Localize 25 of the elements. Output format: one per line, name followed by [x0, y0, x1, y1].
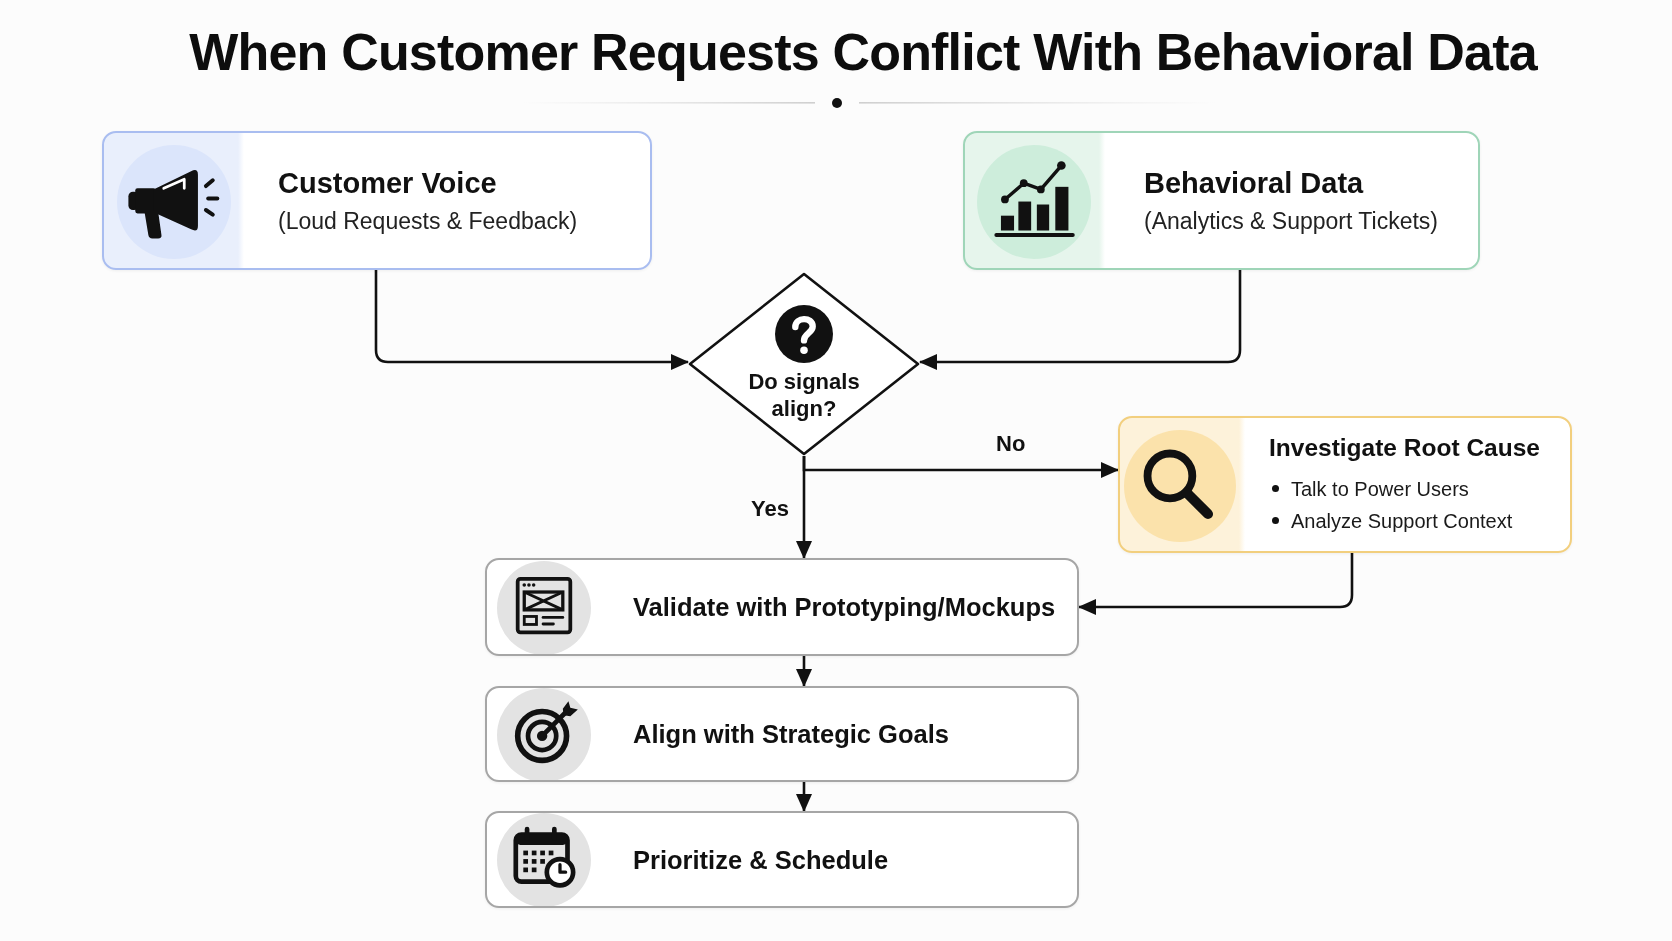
card-subtitle: (Analytics & Support Tickets) [1144, 207, 1438, 236]
page-title: When Customer Requests Conflict With Behavioral Data [189, 22, 1537, 82]
card-title: Investigate Root Cause [1269, 432, 1540, 463]
card-title: Behavioral Data [1144, 166, 1364, 201]
bullet-text: Analyze Support Context [1291, 508, 1513, 534]
card-title: Align with Strategic Goals [633, 719, 949, 750]
arrow [796, 782, 812, 812]
card-title: Customer Voice [278, 166, 497, 201]
arrow [1078, 553, 1354, 615]
arrow [796, 456, 812, 559]
investigation-card [1118, 416, 1572, 553]
card-title: Prioritize & Schedule [633, 844, 889, 876]
process-box [485, 558, 1079, 656]
source-card [963, 131, 1480, 270]
process-box [485, 811, 1079, 908]
process-box [485, 686, 1079, 782]
card-title: Validate with Prototyping/Mockups [633, 592, 1056, 623]
card-subtitle: (Loud Requests & Feedback) [278, 207, 578, 236]
source-card [102, 131, 652, 270]
decision-label: Do signals align? [747, 368, 861, 422]
decision-diamond [688, 272, 920, 456]
bullet-text: Talk to Power Users [1291, 476, 1469, 502]
arrow [919, 270, 1242, 370]
arrow [796, 656, 812, 687]
arrow [374, 270, 689, 370]
